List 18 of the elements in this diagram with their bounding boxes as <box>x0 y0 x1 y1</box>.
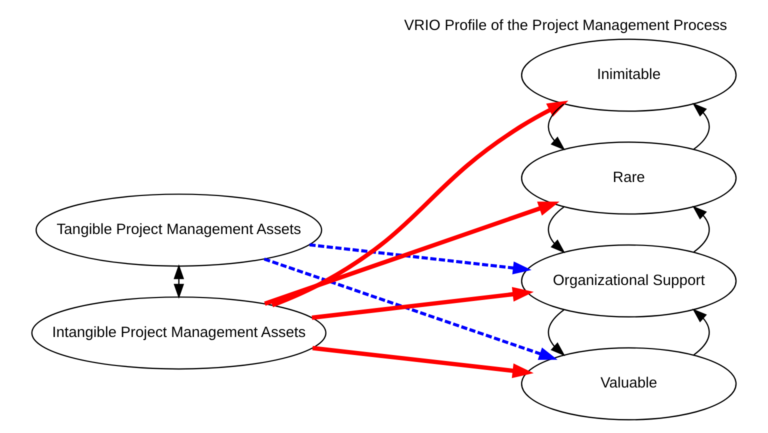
node-ellipse: Organizational Support <box>521 244 737 318</box>
node-ellipse: Intangible Project Management Assets <box>31 296 326 370</box>
arrow <box>174 264 184 299</box>
arrow <box>309 243 532 274</box>
arrow <box>548 104 566 150</box>
arrow <box>548 206 566 254</box>
node-ellipse: Inimitable <box>521 38 737 112</box>
arrow <box>312 346 534 378</box>
arrow <box>312 286 534 320</box>
arrow <box>264 258 558 360</box>
arrow <box>692 308 710 356</box>
arrow <box>692 206 710 252</box>
arrow <box>264 202 560 306</box>
arrow <box>272 100 568 308</box>
arrow <box>548 309 566 356</box>
node-ellipse: Tangible Project Management Assets <box>36 194 322 267</box>
diagram-title: VRIO Profile of the Project Management Process <box>404 18 728 34</box>
arrow <box>692 102 710 150</box>
